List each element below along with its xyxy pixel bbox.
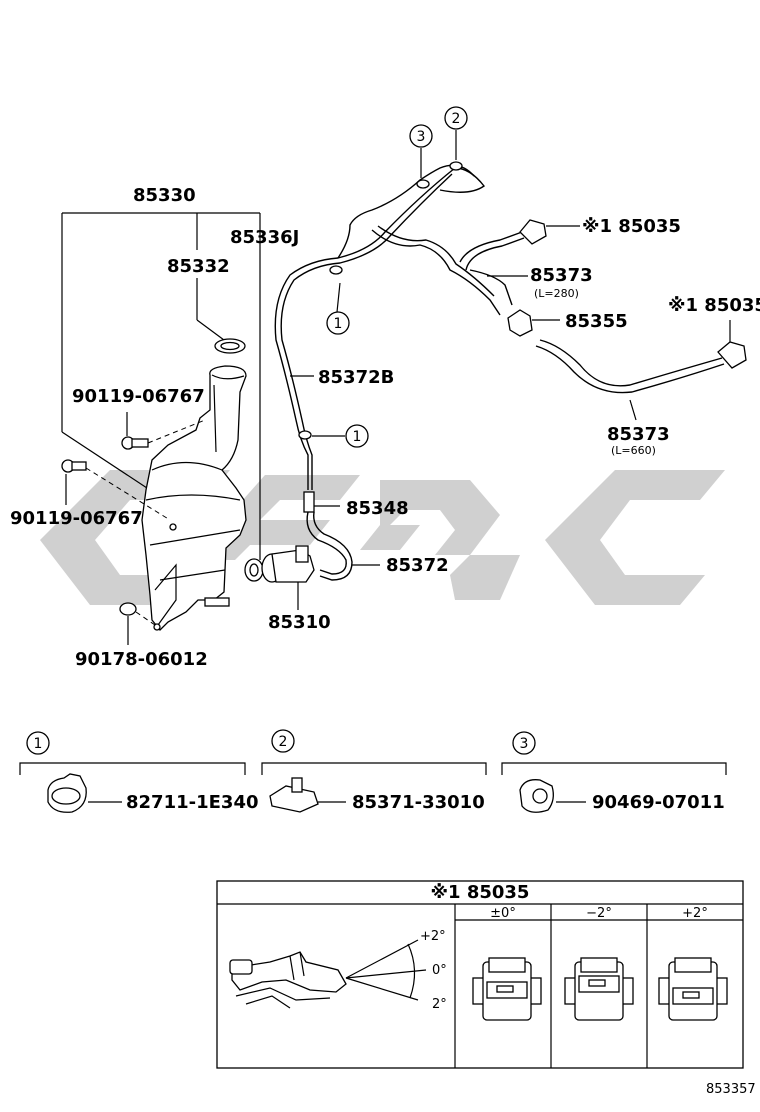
angle-plus2: +2°: [420, 929, 446, 944]
label-85373-b: 85373: [607, 424, 670, 445]
connector-zero: [472, 957, 542, 1021]
svg-text:1: 1: [334, 316, 343, 332]
callout-3: 3: [409, 124, 433, 148]
svg-text:2: 2: [279, 734, 288, 750]
hose-85372: [306, 511, 380, 581]
leader-lines: [290, 130, 637, 437]
label-85372: 85372: [386, 555, 449, 576]
diagram-id: 853357: [706, 1082, 756, 1097]
label-85355: 85355: [565, 311, 628, 332]
callout-2: 2: [444, 106, 468, 130]
label-85348: 85348: [346, 498, 409, 519]
bolt-90119-a: [121, 412, 206, 450]
connector-minus2: [564, 957, 634, 1021]
label-85330: 85330: [133, 185, 196, 206]
hose-85372B: [274, 164, 725, 490]
nozzle-85035-b: [717, 320, 747, 369]
valve-85348: [303, 491, 340, 513]
svg-text:3: 3: [520, 736, 529, 752]
label-85035-a: ※1 85035: [582, 216, 681, 237]
callout-1-b: 1: [345, 424, 369, 448]
angle-zero: 0°: [432, 963, 447, 978]
detail-title: ※1 85035: [431, 882, 530, 903]
label-85332: 85332: [167, 256, 230, 277]
washer-tank: [141, 338, 264, 631]
watermark: [40, 470, 725, 605]
label-85310: 85310: [268, 612, 331, 633]
svg-text:2: 2: [452, 111, 461, 127]
label-90119-06767-b: 90119-06767: [10, 508, 143, 529]
col-header-zero: ±0°: [490, 906, 516, 921]
svg-text:82711-1E340: 82711-1E340: [126, 792, 259, 813]
label-85035-b: ※1 85035: [668, 295, 760, 316]
callout-1-a: 1: [326, 311, 350, 335]
svg-text:1: 1: [34, 736, 43, 752]
label-90178-06012: 90178-06012: [75, 649, 208, 670]
col-header-plus2: +2°: [682, 906, 708, 921]
svg-text:90469-07011: 90469-07011: [592, 792, 725, 813]
label-85373-a-length: (L=280): [534, 287, 579, 300]
clip-legend-1: 1 82711-1E340: [19, 731, 259, 813]
label-90119-06767-a: 90119-06767: [72, 386, 205, 407]
label-85373-a: 85373: [530, 265, 593, 286]
svg-text:1: 1: [353, 429, 362, 445]
angle-minus2: 2°: [432, 997, 447, 1012]
svg-text:85371-33010: 85371-33010: [352, 792, 485, 813]
hose-clips: [298, 161, 463, 440]
svg-text:3: 3: [417, 129, 426, 145]
clip-legend-2: 2 85371-33010: [261, 729, 487, 813]
nozzle-85035-a: [519, 219, 580, 245]
bracket-85330: [61, 212, 261, 560]
nozzle-angle-detail: ※1 85035 ±0° −2° +2° +2° 0° 2°: [216, 880, 744, 1069]
label-85336J: 85336J: [230, 227, 299, 248]
clip-legend-3: 3 90469-07011: [501, 731, 727, 813]
bolt-90119-b: [61, 459, 171, 521]
nut-90178: [119, 602, 156, 645]
pump-85310: [261, 545, 315, 610]
label-85372B: 85372B: [318, 367, 394, 388]
joint-85355: [507, 309, 560, 337]
col-header-minus2: −2°: [586, 906, 612, 921]
label-85373-b-length: (L=660): [611, 444, 656, 457]
connector-plus2: [658, 957, 728, 1021]
